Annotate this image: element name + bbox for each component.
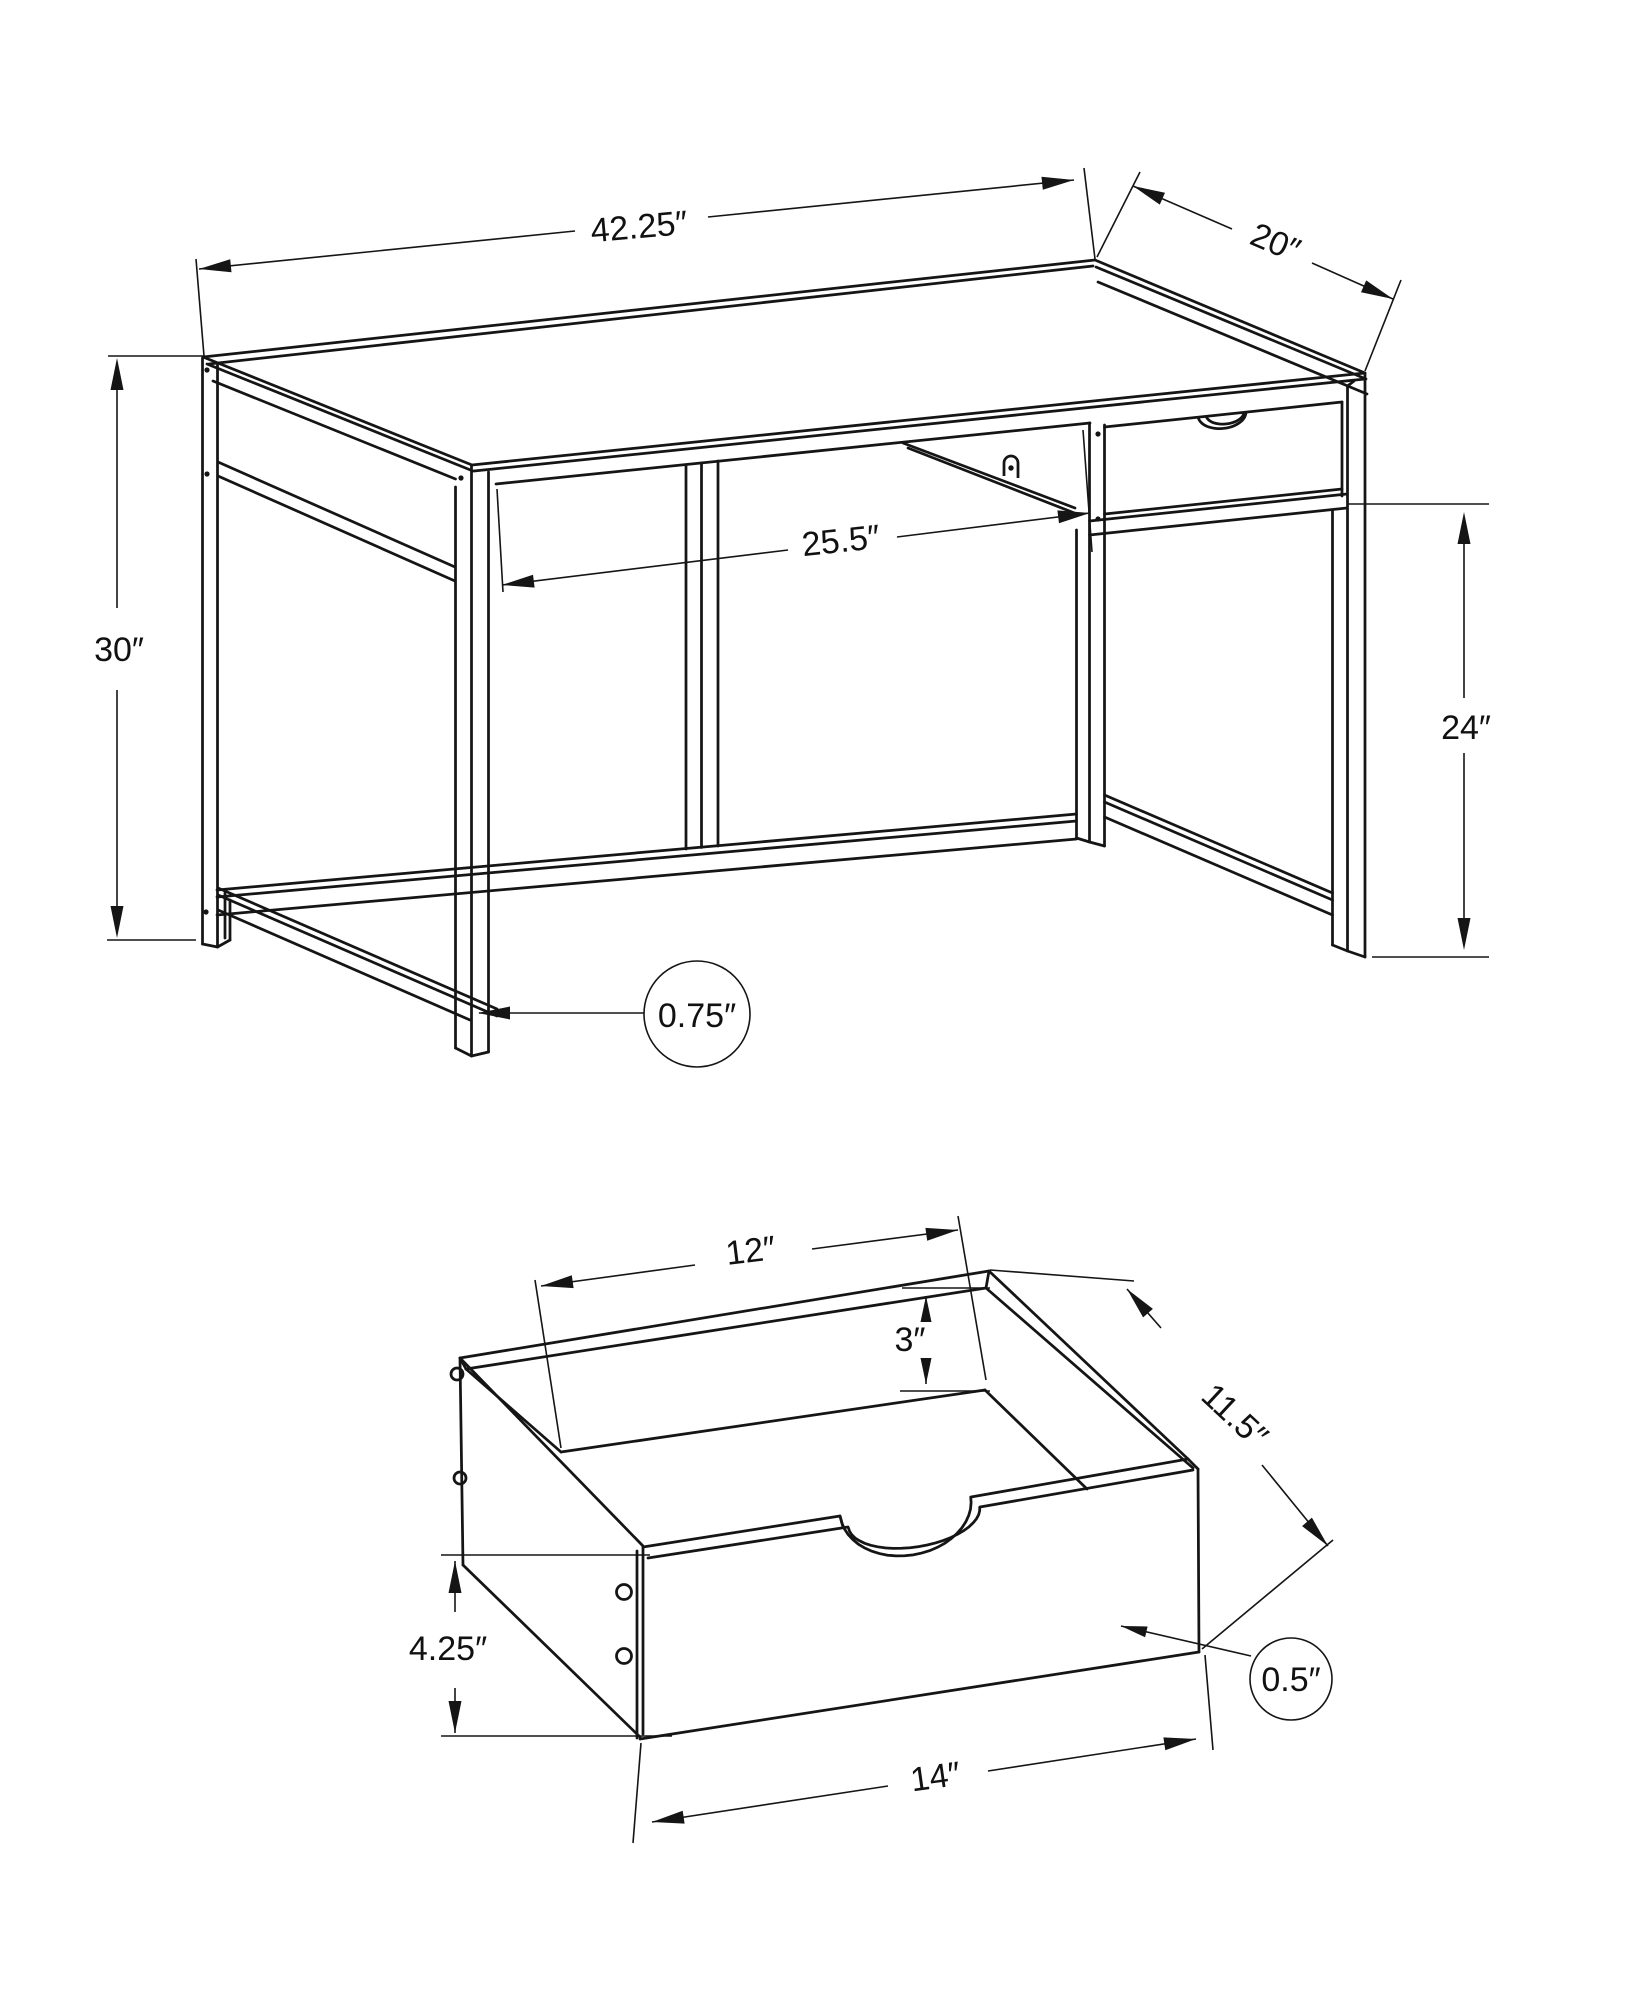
svg-text:14″: 14″ — [908, 1755, 963, 1800]
svg-text:25.5″: 25.5″ — [800, 518, 882, 564]
svg-text:3″: 3″ — [895, 1321, 926, 1359]
svg-text:30″: 30″ — [94, 631, 144, 669]
svg-text:12″: 12″ — [724, 1229, 778, 1273]
svg-text:42.25″: 42.25″ — [589, 204, 689, 250]
svg-text:0.75″: 0.75″ — [658, 997, 736, 1035]
svg-text:4.25″: 4.25″ — [409, 1630, 487, 1668]
svg-text:24″: 24″ — [1441, 709, 1491, 747]
svg-text:0.5″: 0.5″ — [1261, 1661, 1320, 1699]
